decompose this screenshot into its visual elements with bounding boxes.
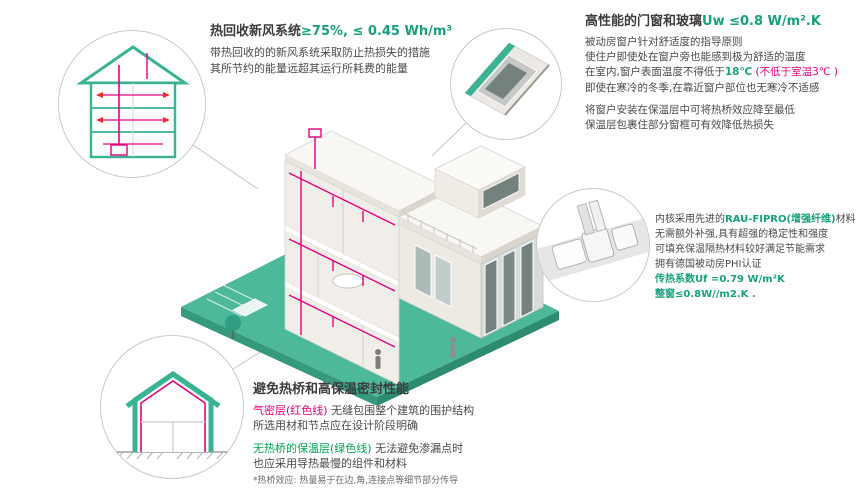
thermal-p1-line2: 所选用材和节点应在设计阶段明确 [253, 419, 418, 433]
heat-recovery-title-main: 热回收新风系统 [210, 24, 302, 39]
windows-line5: 将窗户安装在保温层中可将热桥效应降至最低 [585, 103, 795, 116]
profile-line1: 内核采用先进的RAU-FIPRO(增强纤维)材料 [655, 212, 865, 227]
windows-line4: 即使在寒冷的冬季,在靠近窗户部位也无寒冷不适感 [585, 81, 820, 94]
profile-line4: 拥有德国被动房PHI认证 [655, 259, 762, 270]
thermal-p2-label: 无热桥的保温层(绿色线) [253, 441, 372, 455]
thermal-p1-line1: 气密层(红色线) 无缝包围整个建筑的围护结构 [253, 403, 583, 418]
heat-recovery-body: 带热回收的的新风系统采取防止热损失的措施 其所节约的能量远超其运行所耗费的能量 [210, 45, 540, 78]
profile-line1-brand: RAU-FIPRO(增强纤维) [725, 214, 836, 225]
windows-title: 高性能的门窗和玻璃Uw ≤0.8 W/m².K [585, 14, 863, 31]
heat-recovery-title: 热回收新风系统≥75%, ≤ 0.45 Wh/m³ [210, 24, 540, 41]
person-icon [375, 349, 381, 369]
envelope-outline-illustration [115, 370, 232, 460]
thermal-p2-rest: 无法避免渗漏点时 [371, 441, 464, 455]
profile-line1-post: 材料 [835, 214, 856, 225]
profile-line5: 传热系数Uf =0.79 W/m²K [655, 274, 785, 285]
thermal-p1-label: 气密层(红色线) [253, 403, 328, 417]
profile-line2: 无需额外补强,具有超强的稳定性和强度 [655, 229, 829, 240]
heat-recovery-title-value: ≥75%, ≤ 0.45 Wh/m³ [301, 24, 453, 39]
windows-line3-note: (不低于室温3℃ ) [752, 66, 839, 79]
thermal-body: 气密层(红色线) 无缝包围整个建筑的围护结构 所选用材和节点应在设计阶段明确 无… [253, 403, 583, 488]
thermal-p2-line1: 无热桥的保温层(绿色线) 无法避免渗漏点时 [253, 441, 583, 456]
windows-text-block: 高性能的门窗和玻璃Uw ≤0.8 W/m².K 被动房窗户针对舒适度的指导原则 … [585, 14, 863, 133]
profile-line3: 可填充保温隔热材料较好满足节能需求 [655, 244, 825, 255]
bathtub-icon [332, 273, 364, 289]
thermal-p1-rest: 无缝包围整个建筑的围护结构 [327, 403, 475, 417]
windows-line2: 使住户即使处在窗户旁也能感到极为舒适的温度 [585, 51, 806, 64]
thermal-title: 避免热桥和高保温密封性能 [253, 382, 410, 397]
window-corner-illustration [464, 42, 550, 116]
heat-recovery-text-block: 热回收新风系统≥75%, ≤ 0.45 Wh/m³ 带热回收的的新风系统采取防止… [210, 24, 540, 78]
windows-line6: 保温层包裹住部分窗框可有效降低热损失 [585, 118, 774, 131]
windows-body: 被动房窗户针对舒适度的指导原则 使住户即使处在窗户旁也能感到极为舒适的温度 在室… [585, 35, 863, 133]
windows-line1: 被动房窗户针对舒适度的指导原则 [585, 35, 743, 48]
frame-profile-callout-circle [536, 188, 650, 302]
ventilation-duct-lines [288, 128, 396, 348]
heat-recovery-line2: 其所节约的能量远超其运行所耗费的能量 [210, 62, 408, 76]
main-house-illustration [163, 85, 573, 406]
thermal-footnote: *热桥效应: 热量易于在边,角,连接点等细节部分传导 [253, 476, 459, 487]
thermal-envelope-callout-circle [100, 335, 244, 479]
glass-wing [398, 185, 544, 339]
windows-title-main: 高性能的门窗和玻璃 [585, 14, 703, 29]
windows-line3-temp: 18℃ [724, 66, 753, 79]
penthouse-block [434, 145, 526, 219]
heat-recovery-callout-circle [58, 30, 206, 178]
profile-text-block: 内核采用先进的RAU-FIPRO(增强纤维)材料 无需额外补强,具有超强的稳定性… [655, 212, 865, 302]
windows-line3-pre: 在室内,窗户表面温度不得低于 [585, 66, 725, 79]
person-icon [450, 337, 456, 358]
windows-line3: 在室内,窗户表面温度不得低于18℃ (不低于室温3℃ ) [585, 65, 863, 80]
thermal-p2-line2: 也应采用导热最慢的组件和材料 [253, 457, 407, 471]
tree-icon [225, 315, 241, 339]
thermal-text-block: 避免热桥和高保温密封性能 气密层(红色线) 无缝包围整个建筑的围护结构 所选用材… [253, 382, 583, 488]
profile-body: 内核采用先进的RAU-FIPRO(增强纤维)材料 无需额外补强,具有超强的稳定性… [655, 212, 865, 302]
house-section-ventilation-illustration [76, 45, 190, 159]
profile-line6: 整窗≤0.8W//m2.K . [655, 289, 756, 300]
heat-recovery-line1: 带热回收的的新风系统采取防止热损失的措施 [210, 45, 430, 59]
profile-line1-pre: 内核采用先进的 [655, 214, 725, 225]
window-corner-callout-circle [450, 28, 562, 140]
frame-profile-illustration [537, 199, 649, 284]
windows-title-value: Uw ≤0.8 W/m².K [702, 14, 821, 29]
